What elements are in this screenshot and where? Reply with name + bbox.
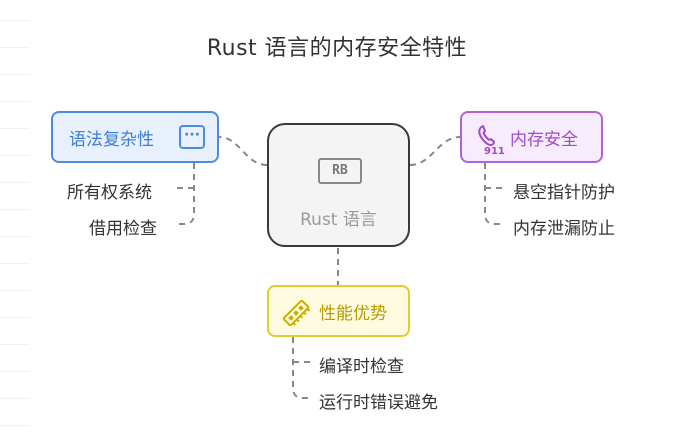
connector-center-right — [409, 136, 461, 166]
leaf-compile-time-check: 编译时检查 — [319, 357, 404, 377]
background-line — [0, 209, 30, 210]
background-line — [0, 20, 30, 21]
background-line — [0, 344, 30, 345]
node-syntax-complexity[interactable]: 语法复杂性 ··· — [51, 111, 219, 163]
background-line — [0, 155, 30, 156]
leaf-dangling-pointer-protection: 悬空指针防护 — [513, 183, 615, 203]
leaf-ownership-system: 所有权系统 — [67, 183, 152, 203]
background-line — [0, 263, 30, 264]
background-line — [0, 317, 30, 318]
background-line — [0, 101, 30, 102]
diagram-title: Rust 语言的内存安全特性 — [206, 36, 468, 61]
background-line — [0, 47, 30, 48]
background-line — [0, 425, 30, 426]
connector-right-items — [484, 163, 503, 225]
svg-text:911: 911 — [484, 146, 505, 155]
background-line — [0, 74, 30, 75]
background-line — [0, 371, 30, 372]
node-label: 性能优势 — [319, 303, 387, 324]
background-line — [0, 128, 30, 129]
connector-bottom-items — [292, 337, 311, 399]
background-line — [0, 182, 30, 183]
connector-left-items — [176, 163, 195, 225]
phone-911-icon: 911 — [478, 125, 505, 155]
node-label: 语法复杂性 — [69, 129, 154, 150]
leaf-borrow-check: 借用检查 — [89, 219, 157, 239]
node-memory-safety[interactable]: 911 内存安全 — [460, 111, 603, 163]
background-line — [0, 290, 30, 291]
node-performance-advantage[interactable]: 性能优势 — [267, 285, 410, 337]
center-node-label: Rust 语言 — [300, 210, 377, 230]
more-icon: ··· — [179, 125, 205, 149]
leaf-runtime-error-avoidance: 运行时错误避免 — [319, 393, 438, 413]
background-line — [0, 236, 30, 237]
leaf-memory-leak-prevention: 内存泄漏防止 — [513, 219, 615, 239]
background-line — [0, 398, 30, 399]
center-node[interactable]: RB Rust 语言 — [267, 123, 410, 247]
connector-center-left — [218, 136, 268, 166]
rb-badge-icon: RB — [318, 158, 362, 184]
ram-chip-icon — [282, 299, 311, 327]
node-label: 内存安全 — [510, 129, 578, 150]
